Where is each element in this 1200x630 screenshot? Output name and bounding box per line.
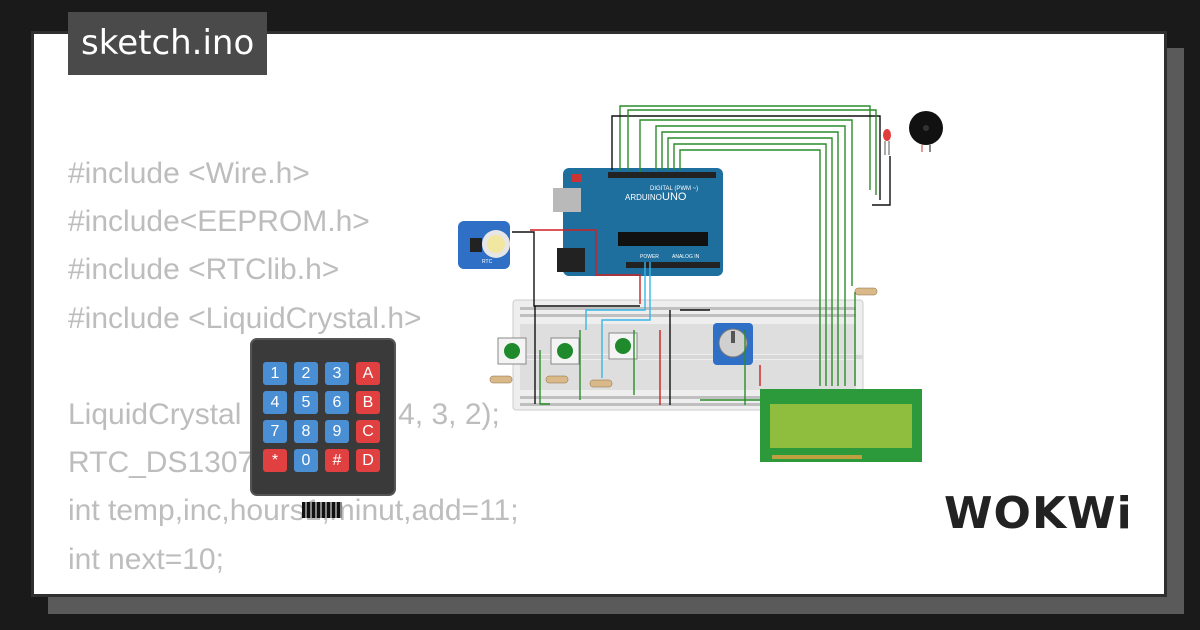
rtc-label: RTC (482, 259, 493, 265)
key-star[interactable]: * (263, 449, 287, 472)
key-b[interactable]: B (356, 391, 380, 414)
power-label: POWER (640, 254, 659, 260)
push-button-1[interactable] (497, 337, 527, 365)
key-1[interactable]: 1 (263, 362, 287, 385)
key-9[interactable]: 9 (325, 420, 349, 443)
key-7[interactable]: 7 (263, 420, 287, 443)
key-6[interactable]: 6 (325, 391, 349, 414)
potentiometer[interactable] (713, 323, 753, 365)
red-led[interactable] (883, 129, 891, 155)
key-2[interactable]: 2 (294, 362, 318, 385)
resistor (545, 375, 569, 384)
wokwi-logo: WOKWi (944, 488, 1133, 539)
resistor (589, 379, 613, 388)
keypad-connector (302, 502, 342, 518)
filename-tag: sketch.ino (68, 12, 268, 75)
key-3[interactable]: 3 (325, 362, 349, 385)
arduino-brand: ARDUINO (625, 193, 662, 202)
key-0[interactable]: 0 (294, 449, 318, 472)
code-line: #include <RTClib.h> (68, 253, 340, 287)
code-line: int INC=9; (68, 584, 519, 594)
arduino-uno[interactable]: DIGITAL (PWM ~) ARDUINO UNO POWER ANALOG… (553, 168, 723, 276)
key-8[interactable]: 8 (294, 420, 318, 443)
code-preview: #include <Wire.h> #include<EEPROM.h> #in… (68, 150, 519, 594)
push-button-3[interactable] (608, 332, 638, 360)
arduino-model: UNO (662, 191, 687, 203)
analog-label: ANALOG IN (672, 254, 700, 260)
key-d[interactable]: D (356, 449, 380, 472)
key-5[interactable]: 5 (294, 391, 318, 414)
key-a[interactable]: A (356, 362, 380, 385)
lcd-display[interactable] (760, 389, 922, 462)
buzzer[interactable] (909, 111, 943, 152)
code-line: #include<EEPROM.h> (68, 205, 370, 239)
code-line: int next=10; (68, 542, 224, 576)
resistor (854, 287, 878, 296)
membrane-keypad[interactable]: 1 2 3 A 4 5 6 B 7 8 9 C * 0 # D (250, 338, 396, 496)
key-hash[interactable]: # (325, 449, 349, 472)
preview-card: #include <Wire.h> #include<EEPROM.h> #in… (31, 31, 1167, 597)
code-line: #include <LiquidCrystal.h> (68, 301, 422, 335)
key-c[interactable]: C (356, 420, 380, 443)
code-line: #include <Wire.h> (68, 157, 310, 190)
key-4[interactable]: 4 (263, 391, 287, 414)
circuit-diagram: DIGITAL (PWM ~) ARDUINO UNO POWER ANALOG… (458, 105, 943, 462)
digital-label: DIGITAL (PWM ~) (650, 186, 698, 192)
rtc-module[interactable]: RTC (458, 221, 510, 269)
push-button-2[interactable] (550, 337, 580, 365)
resistor (489, 375, 513, 384)
